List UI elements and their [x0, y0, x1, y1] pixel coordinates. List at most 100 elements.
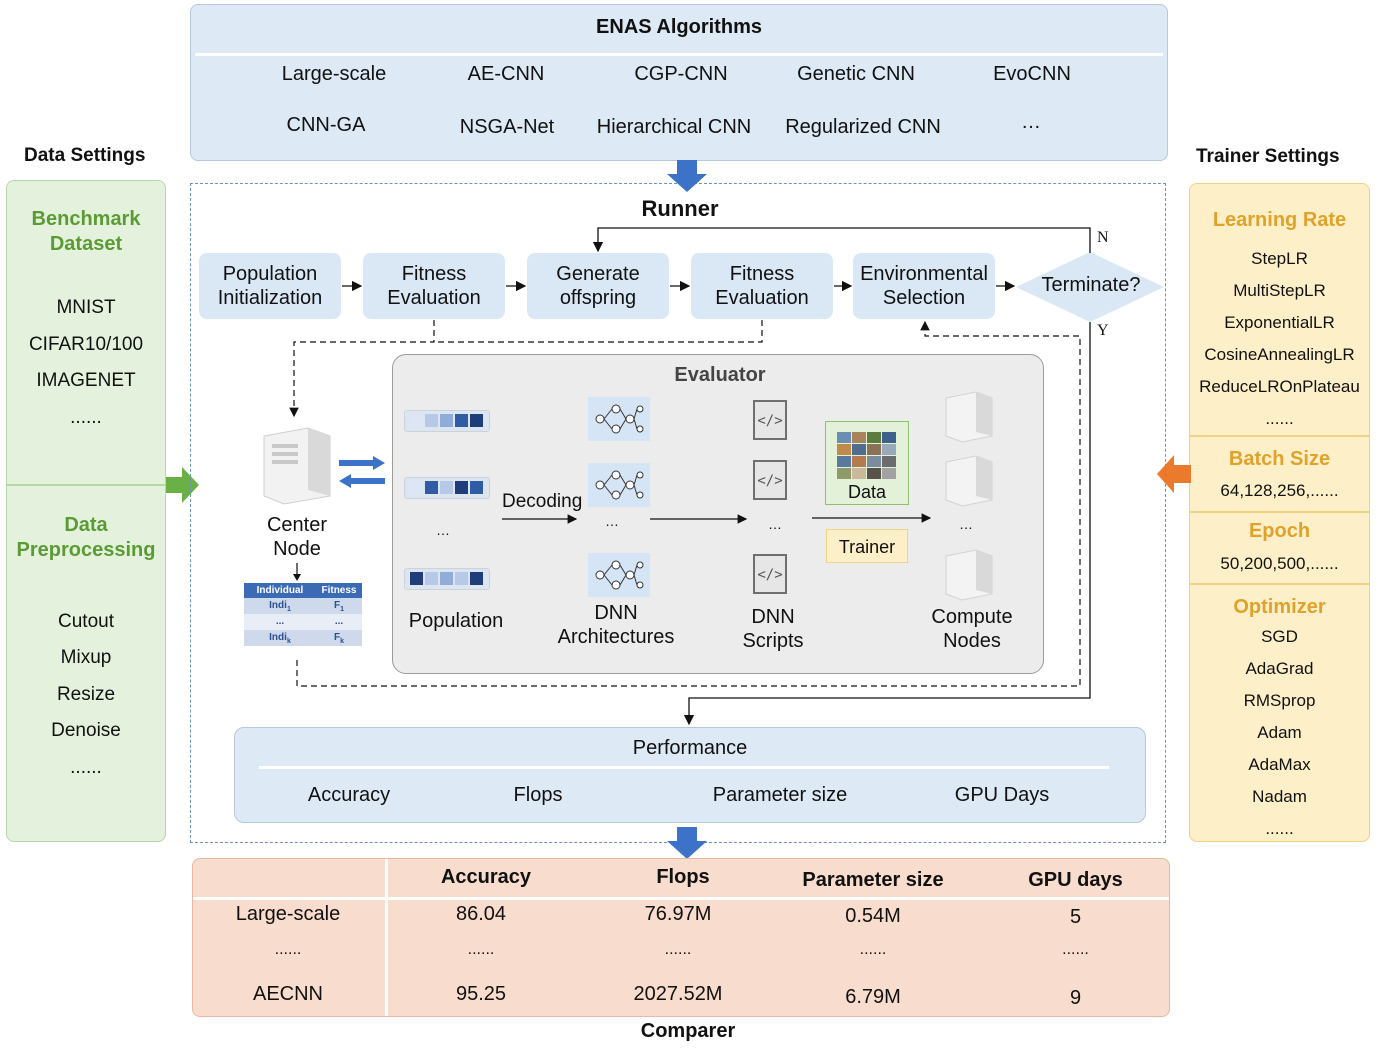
lr-more: ......	[1265, 409, 1294, 428]
yes-label: Y	[1097, 322, 1109, 339]
epoch-values: 50,200,500,......	[1220, 554, 1339, 573]
population-individual-1	[404, 410, 490, 432]
algorithm-evocnn: EvoCNN	[993, 63, 1071, 85]
data-preprocessing-heading: Data Preprocessing	[16, 514, 156, 561]
algorithm-hierarchical-cnn: Hierarchical CNN	[596, 116, 752, 138]
optimizer-adam: Adam	[1257, 723, 1302, 742]
algorithm-more: …	[1021, 111, 1041, 133]
preprocess-cutout: Cutout	[58, 611, 114, 632]
terminate-decision-diamond	[1016, 252, 1164, 322]
metric-parameter-size: Parameter size	[712, 784, 848, 806]
comparer-row-3-parameter-size: 6.79M	[845, 986, 901, 1008]
algorithm-large-scale: Large-scale	[281, 63, 387, 85]
fitness-table: Individual Fitness Indi1 F1 ... ... Indi…	[244, 583, 362, 649]
algorithm-genetic-cnn: Genetic CNN	[797, 63, 915, 85]
comparer-row-1-gpu-days: 5	[1069, 906, 1082, 928]
comparer-row-1-accuracy: 86.04	[455, 903, 507, 925]
comparer-down-arrow-icon	[667, 827, 707, 859]
lr-cosineannealinglr: CosineAnnealingLR	[1204, 345, 1355, 364]
dnn-scripts-label: DNN Scripts	[742, 606, 804, 652]
performance-box: Performance Accuracy Flops Parameter siz…	[234, 727, 1146, 823]
metric-flops: Flops	[513, 784, 563, 806]
data-settings-panel: Benchmark Dataset MNIST CIFAR10/100 IMAG…	[6, 180, 166, 842]
enas-algorithms-box: ENAS Algorithms Large-scale AE-CNN CGP-C…	[190, 4, 1168, 161]
compute-nodes-label: Compute Nodes	[931, 606, 1013, 652]
optimizer-adamax: AdaMax	[1248, 755, 1311, 774]
decoding-label: Decoding	[502, 491, 583, 512]
data-settings-arrow-icon	[166, 467, 199, 503]
algorithm-regularized-cnn: Regularized CNN	[785, 116, 941, 138]
stage-generate-offspring: Generate offspring	[527, 253, 669, 319]
comparer-table: Accuracy Flops Parameter size GPU days L…	[192, 858, 1170, 1017]
comparer-header-divider	[193, 897, 1169, 900]
comparer-header-gpu-days: GPU days	[1028, 869, 1123, 891]
algorithm-cgp-cnn: CGP-CNN	[634, 63, 728, 85]
optimizer-heading: Optimizer	[1233, 596, 1326, 618]
fitness-table-cell: F1	[333, 600, 344, 613]
preprocess-denoise: Denoise	[51, 720, 121, 741]
fitness-table-cell: Indik	[269, 632, 291, 645]
lr-multisteplr: MultiStepLR	[1233, 281, 1326, 300]
dnn-architectures-label: DNN Architectures	[557, 602, 675, 648]
center-node-label: Center Node	[266, 514, 328, 560]
optimizer-rmsprop: RMSprop	[1243, 691, 1316, 710]
dataset-cifar: CIFAR10/100	[28, 334, 144, 355]
metric-accuracy: Accuracy	[307, 784, 391, 806]
fitness-table-cell: Indi1	[269, 600, 291, 613]
preprocess-resize: Resize	[56, 684, 116, 705]
comparer-row-3-accuracy: 95.25	[455, 983, 507, 1005]
compute-node-server-icon	[945, 391, 993, 443]
fitness-table-cell: Fk	[333, 632, 344, 645]
stage-fitness-evaluation-1: Fitness Evaluation	[363, 253, 505, 319]
comparer-title: Comparer	[640, 1020, 736, 1042]
script-ellipsis: …	[768, 516, 782, 532]
data-label: Data	[847, 482, 887, 502]
population-ellipsis: …	[436, 522, 450, 538]
population-individual-k	[404, 568, 490, 590]
comparer-row-2-flops: ......	[664, 941, 692, 958]
center-node-server-icon	[263, 427, 331, 505]
comparer-row-1-parameter-size: 0.54M	[845, 905, 901, 927]
dnn-script-icon: </>	[753, 400, 787, 440]
fitness-table-cell: ...	[275, 616, 285, 627]
data-settings-title: Data Settings	[24, 145, 146, 166]
trainer-settings-panel: Learning Rate StepLR MultiStepLR Exponen…	[1189, 183, 1370, 842]
lr-exponentiallr: ExponentialLR	[1224, 313, 1335, 332]
fitness-table-header-individual: Individual	[256, 585, 304, 596]
dataset-mnist: MNIST	[56, 297, 116, 318]
population-label: Population	[408, 610, 504, 632]
preprocess-more: ......	[70, 757, 102, 778]
compute-node-server-icon	[945, 455, 993, 507]
evaluator-panel	[392, 354, 1044, 674]
learning-rate-heading: Learning Rate	[1212, 209, 1347, 231]
comparer-row-2-gpu-days: ......	[1062, 941, 1089, 958]
comparer-row-3-gpu-days: 9	[1069, 987, 1082, 1009]
stage-fitness-evaluation-2: Fitness Evaluation	[691, 253, 833, 319]
data-box: Data	[825, 421, 909, 505]
terminate-label: Terminate?	[1041, 274, 1141, 296]
comparer-row-3-name: AECNN	[252, 983, 323, 1005]
stage-environmental-selection: Environmental Selection	[853, 253, 995, 319]
center-node-down-arrow-icon	[293, 563, 301, 581]
preprocess-mixup: Mixup	[60, 647, 112, 668]
trainer-box: Trainer	[826, 529, 908, 563]
population-individual-2	[404, 477, 490, 499]
compute-ellipsis: …	[959, 516, 973, 532]
lr-reducelronplateau: ReduceLROnPlateau	[1199, 377, 1360, 396]
exchange-arrows-icon	[339, 456, 385, 488]
dnn-architecture-icon	[588, 397, 650, 441]
trainer-divider-1	[1190, 435, 1369, 437]
optimizer-nadam: Nadam	[1252, 787, 1307, 806]
fitness-table-header-fitness: Fitness	[321, 585, 357, 596]
comparer-column-divider	[385, 859, 388, 1016]
compute-node-server-icon	[945, 549, 993, 601]
comparer-row-2-accuracy: ......	[467, 941, 495, 958]
comparer-header-flops: Flops	[656, 866, 710, 888]
comparer-row-1-name: Large-scale	[235, 903, 341, 925]
optimizer-more: ......	[1265, 819, 1294, 838]
comparer-row-3-flops: 2027.52M	[633, 983, 723, 1005]
evaluator-title: Evaluator	[674, 364, 766, 386]
dnn-architecture-icon	[588, 463, 650, 507]
enas-down-arrow-icon	[667, 160, 707, 192]
data-panel-divider	[7, 484, 165, 486]
